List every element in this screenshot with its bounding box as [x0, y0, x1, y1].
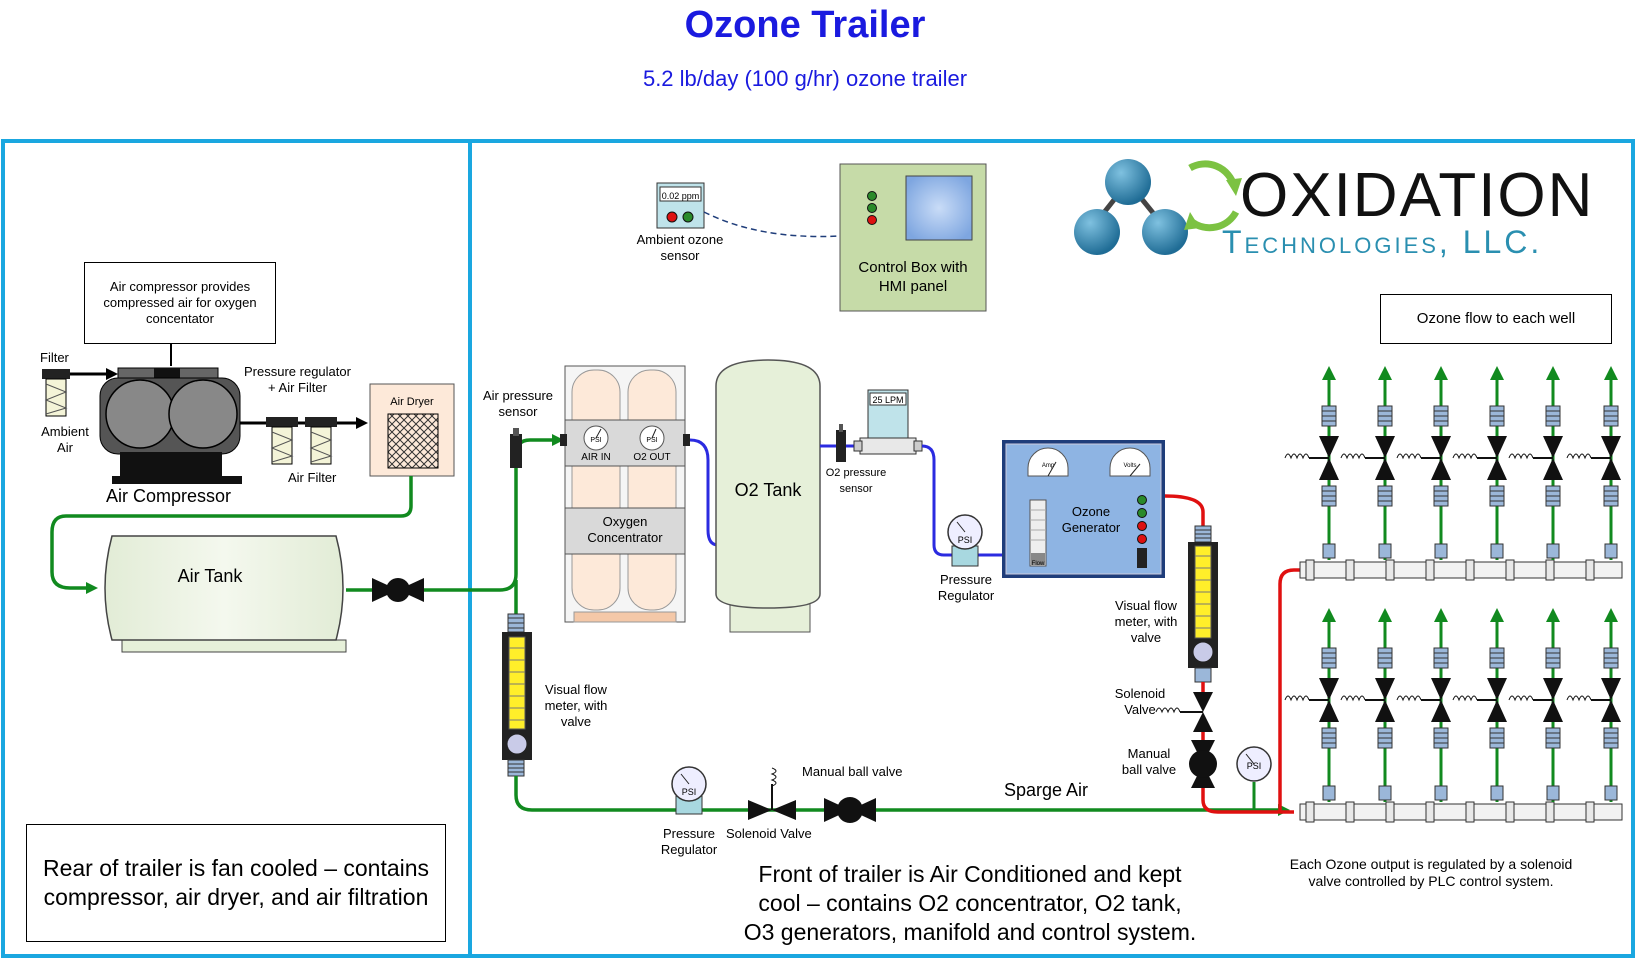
amp-gauge-label: Amp [1041, 463, 1055, 469]
manifold-pressure-gauge [1236, 746, 1272, 782]
ozone-outlet [1284, 366, 1339, 560]
ozone-outlet [1396, 366, 1451, 560]
oxygen-concentrator [560, 365, 690, 623]
filter-label: Filter [40, 350, 69, 365]
manifold-gauge-unit: PSI [1246, 761, 1262, 771]
sparge-air-label: Sparge Air [1004, 780, 1089, 800]
company-logo [1074, 159, 1242, 255]
sparge-solenoid-label: Solenoid Valve [726, 826, 812, 841]
air-filter-label: Air Filter [288, 470, 337, 485]
ozone-flow-each-well-label: Ozone flow to each well [1380, 294, 1612, 344]
ozone-outlet [1452, 366, 1507, 560]
front-note: Front of trailer is Air Conditioned and … [743, 861, 1197, 945]
sparge-pressure-regulator [671, 766, 707, 815]
ozone-outlet [1566, 608, 1621, 802]
sparge-ball-valve-label: Manual ball valve [802, 764, 903, 779]
logo-tagline: Technologies, LLC. [1222, 224, 1543, 260]
ozone-outlet [1340, 608, 1395, 802]
o2-flow-meter [853, 389, 923, 455]
front-compartment [468, 139, 1635, 958]
rear-note: Rear of trailer is fan cooled – contains… [26, 824, 446, 942]
o2-out-gauge-unit: PSI [646, 437, 658, 444]
air-pressure-sensor [510, 434, 522, 468]
ozone-generator [1002, 440, 1165, 578]
sparge-regulator-unit: PSI [681, 787, 697, 797]
pressure-regulator-filter-label: Pressure regulator+ Air Filter [244, 364, 351, 395]
sparge-solenoid-valve [748, 767, 796, 820]
ozone-outlet [1508, 608, 1563, 802]
air-tank-valve [372, 578, 424, 602]
ambient-ozone-sensor [656, 182, 705, 229]
sparge-ball-valve [824, 797, 876, 823]
ozone-outlet [1508, 366, 1563, 560]
air-in-gauge-unit: PSI [590, 437, 602, 444]
compressor-note: Air compressor provides compressed air f… [84, 262, 276, 344]
sparge-flow-meter [502, 613, 532, 777]
air-dryer-label: Air Dryer [390, 396, 434, 408]
pressure-regulator-filter [266, 417, 337, 465]
each-ozone-note: Each Ozone output is regulated by a sole… [1289, 856, 1573, 889]
ozone-reading: 0.02 ppm [661, 191, 700, 201]
air-compressor-label: Air Compressor [106, 486, 232, 506]
ozone-solenoid-valve [1155, 692, 1213, 732]
lpm-reading: 25 LPM [872, 395, 904, 405]
air-tank [104, 535, 347, 653]
ozone-outlet [1566, 366, 1621, 560]
o2-regulator-unit: PSI [957, 535, 973, 545]
air-tank-label: Air Tank [177, 566, 243, 586]
control-box [839, 163, 987, 312]
o2-tank [715, 359, 821, 633]
ozone-outlet [1340, 366, 1395, 560]
ozone-outlet [1452, 608, 1507, 802]
flow-gauge-label: Flow [1031, 561, 1045, 567]
page-title: Ozone Trailer [684, 4, 926, 46]
volts-gauge-label: Volts [1123, 463, 1137, 469]
ozone-outlet [1284, 608, 1339, 802]
air-in-label: AIR IN [581, 452, 611, 463]
o2-tank-label: O2 Tank [734, 480, 802, 500]
ozone-ball-valve [1189, 740, 1217, 788]
intake-filter [42, 368, 118, 417]
logo-name: OXIDATION [1240, 161, 1595, 230]
ozone-flow-meter [1188, 525, 1218, 683]
o2-pressure-regulator [947, 514, 983, 567]
ozone-outlet [1396, 608, 1451, 802]
ozone-manifolds [1284, 366, 1623, 823]
air-compressor [99, 367, 242, 484]
page-subtitle: 5.2 lb/day (100 g/hr) ozone trailer [642, 66, 968, 91]
o2-pressure-sensor [836, 430, 846, 462]
o2-out-label: O2 OUT [633, 452, 671, 463]
